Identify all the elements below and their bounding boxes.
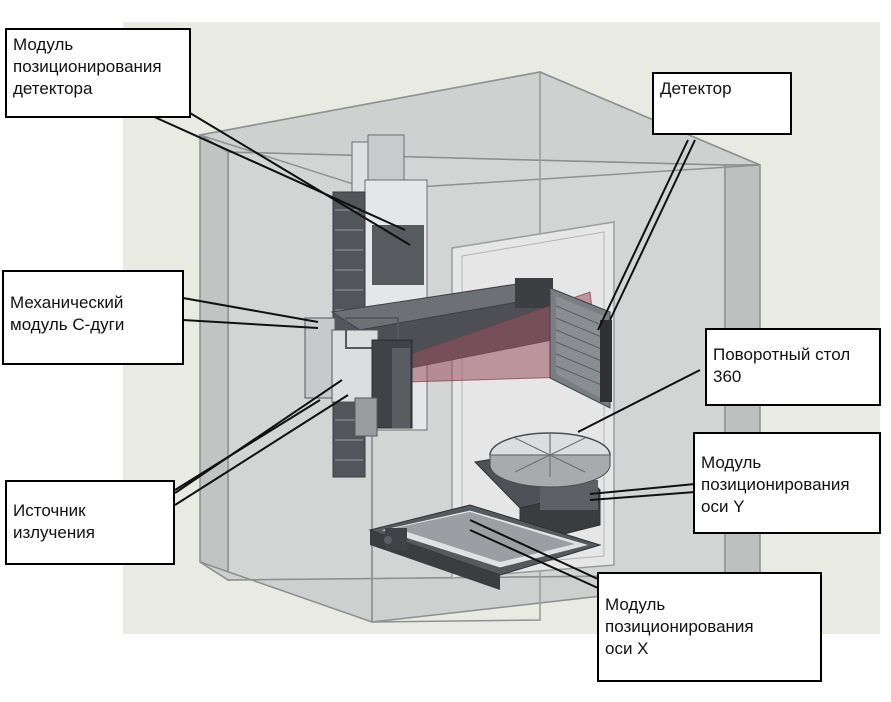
- tower-carriage: [372, 225, 424, 285]
- label-detector-positioning-module: Модуль позиционирования детектора: [5, 28, 191, 118]
- enclosure-front-frame: [199, 71, 541, 623]
- label-x-axis-module: Модуль позиционирования оси X: [597, 572, 822, 682]
- radiation-source-body: [331, 329, 379, 403]
- label-radiation-source: Источник излучения: [5, 480, 175, 565]
- label-c-arm-module: Механический модуль С-дуги: [2, 270, 184, 365]
- label-rotary-table: Поворотный стол 360: [705, 328, 881, 406]
- leader-lines: [149, 109, 701, 589]
- label-detector: Детектор: [652, 72, 792, 135]
- label-y-axis-module: Модуль позиционирования оси Y: [693, 432, 881, 534]
- c-arm-beam-end: [515, 278, 553, 308]
- enclosure-left: [199, 133, 229, 582]
- source-bracket: [304, 317, 336, 399]
